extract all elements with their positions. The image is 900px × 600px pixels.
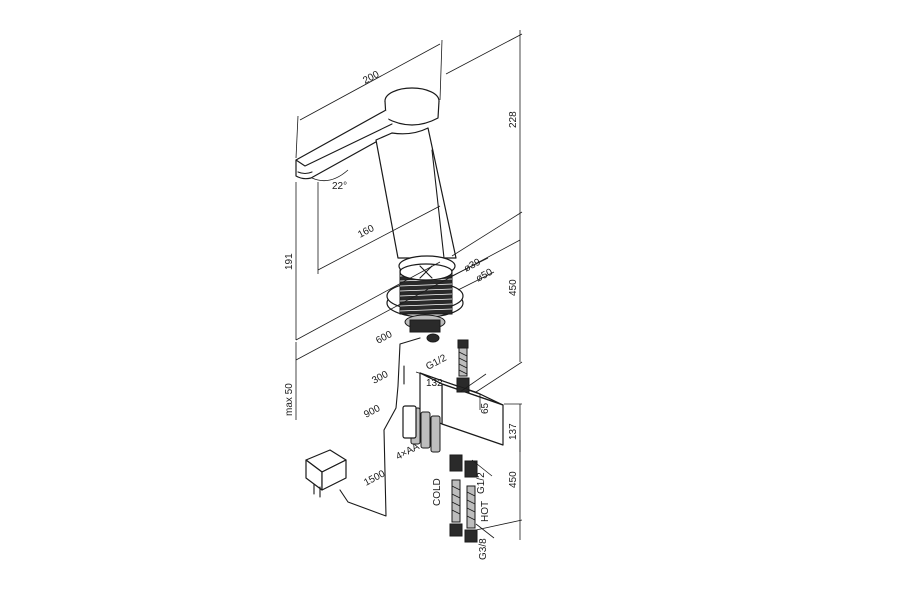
label-cable-600: 600 <box>374 329 394 347</box>
battery-pack <box>402 405 441 453</box>
label-batteries: 4×AA <box>394 441 421 462</box>
label-box-depth: 65 <box>480 402 491 414</box>
label-spout-clearance: 191 <box>284 253 295 270</box>
mounting-shank <box>386 263 464 343</box>
supply-hose-top <box>456 339 470 393</box>
label-hot: HOT <box>480 501 491 522</box>
power-adapter <box>305 449 347 498</box>
supply-hoses-bottom <box>449 454 478 543</box>
label-cable-300: 300 <box>370 369 390 387</box>
label-thread-top: G1/2 <box>424 353 449 373</box>
label-box-width: 132 <box>426 378 443 389</box>
label-thread-inlet: G1/2 <box>476 472 487 494</box>
label-spout-length: 200 <box>361 69 381 87</box>
label-shank-length: 450 <box>508 279 519 296</box>
label-cold: COLD <box>432 478 443 506</box>
label-cable-900: 900 <box>362 403 382 421</box>
label-box-height: 137 <box>508 423 519 440</box>
label-height: 228 <box>508 111 519 128</box>
label-hose-length: 450 <box>508 471 519 488</box>
label-thread-hose: G3/8 <box>478 538 489 560</box>
dimension-lines <box>295 30 523 540</box>
label-angle: 22° <box>332 181 347 192</box>
label-max-50: max 50 <box>284 383 295 416</box>
power-cable <box>339 337 421 517</box>
faucet-spout <box>295 87 457 277</box>
label-reach: 160 <box>356 223 376 241</box>
label-cable-1500: 1500 <box>362 468 387 488</box>
